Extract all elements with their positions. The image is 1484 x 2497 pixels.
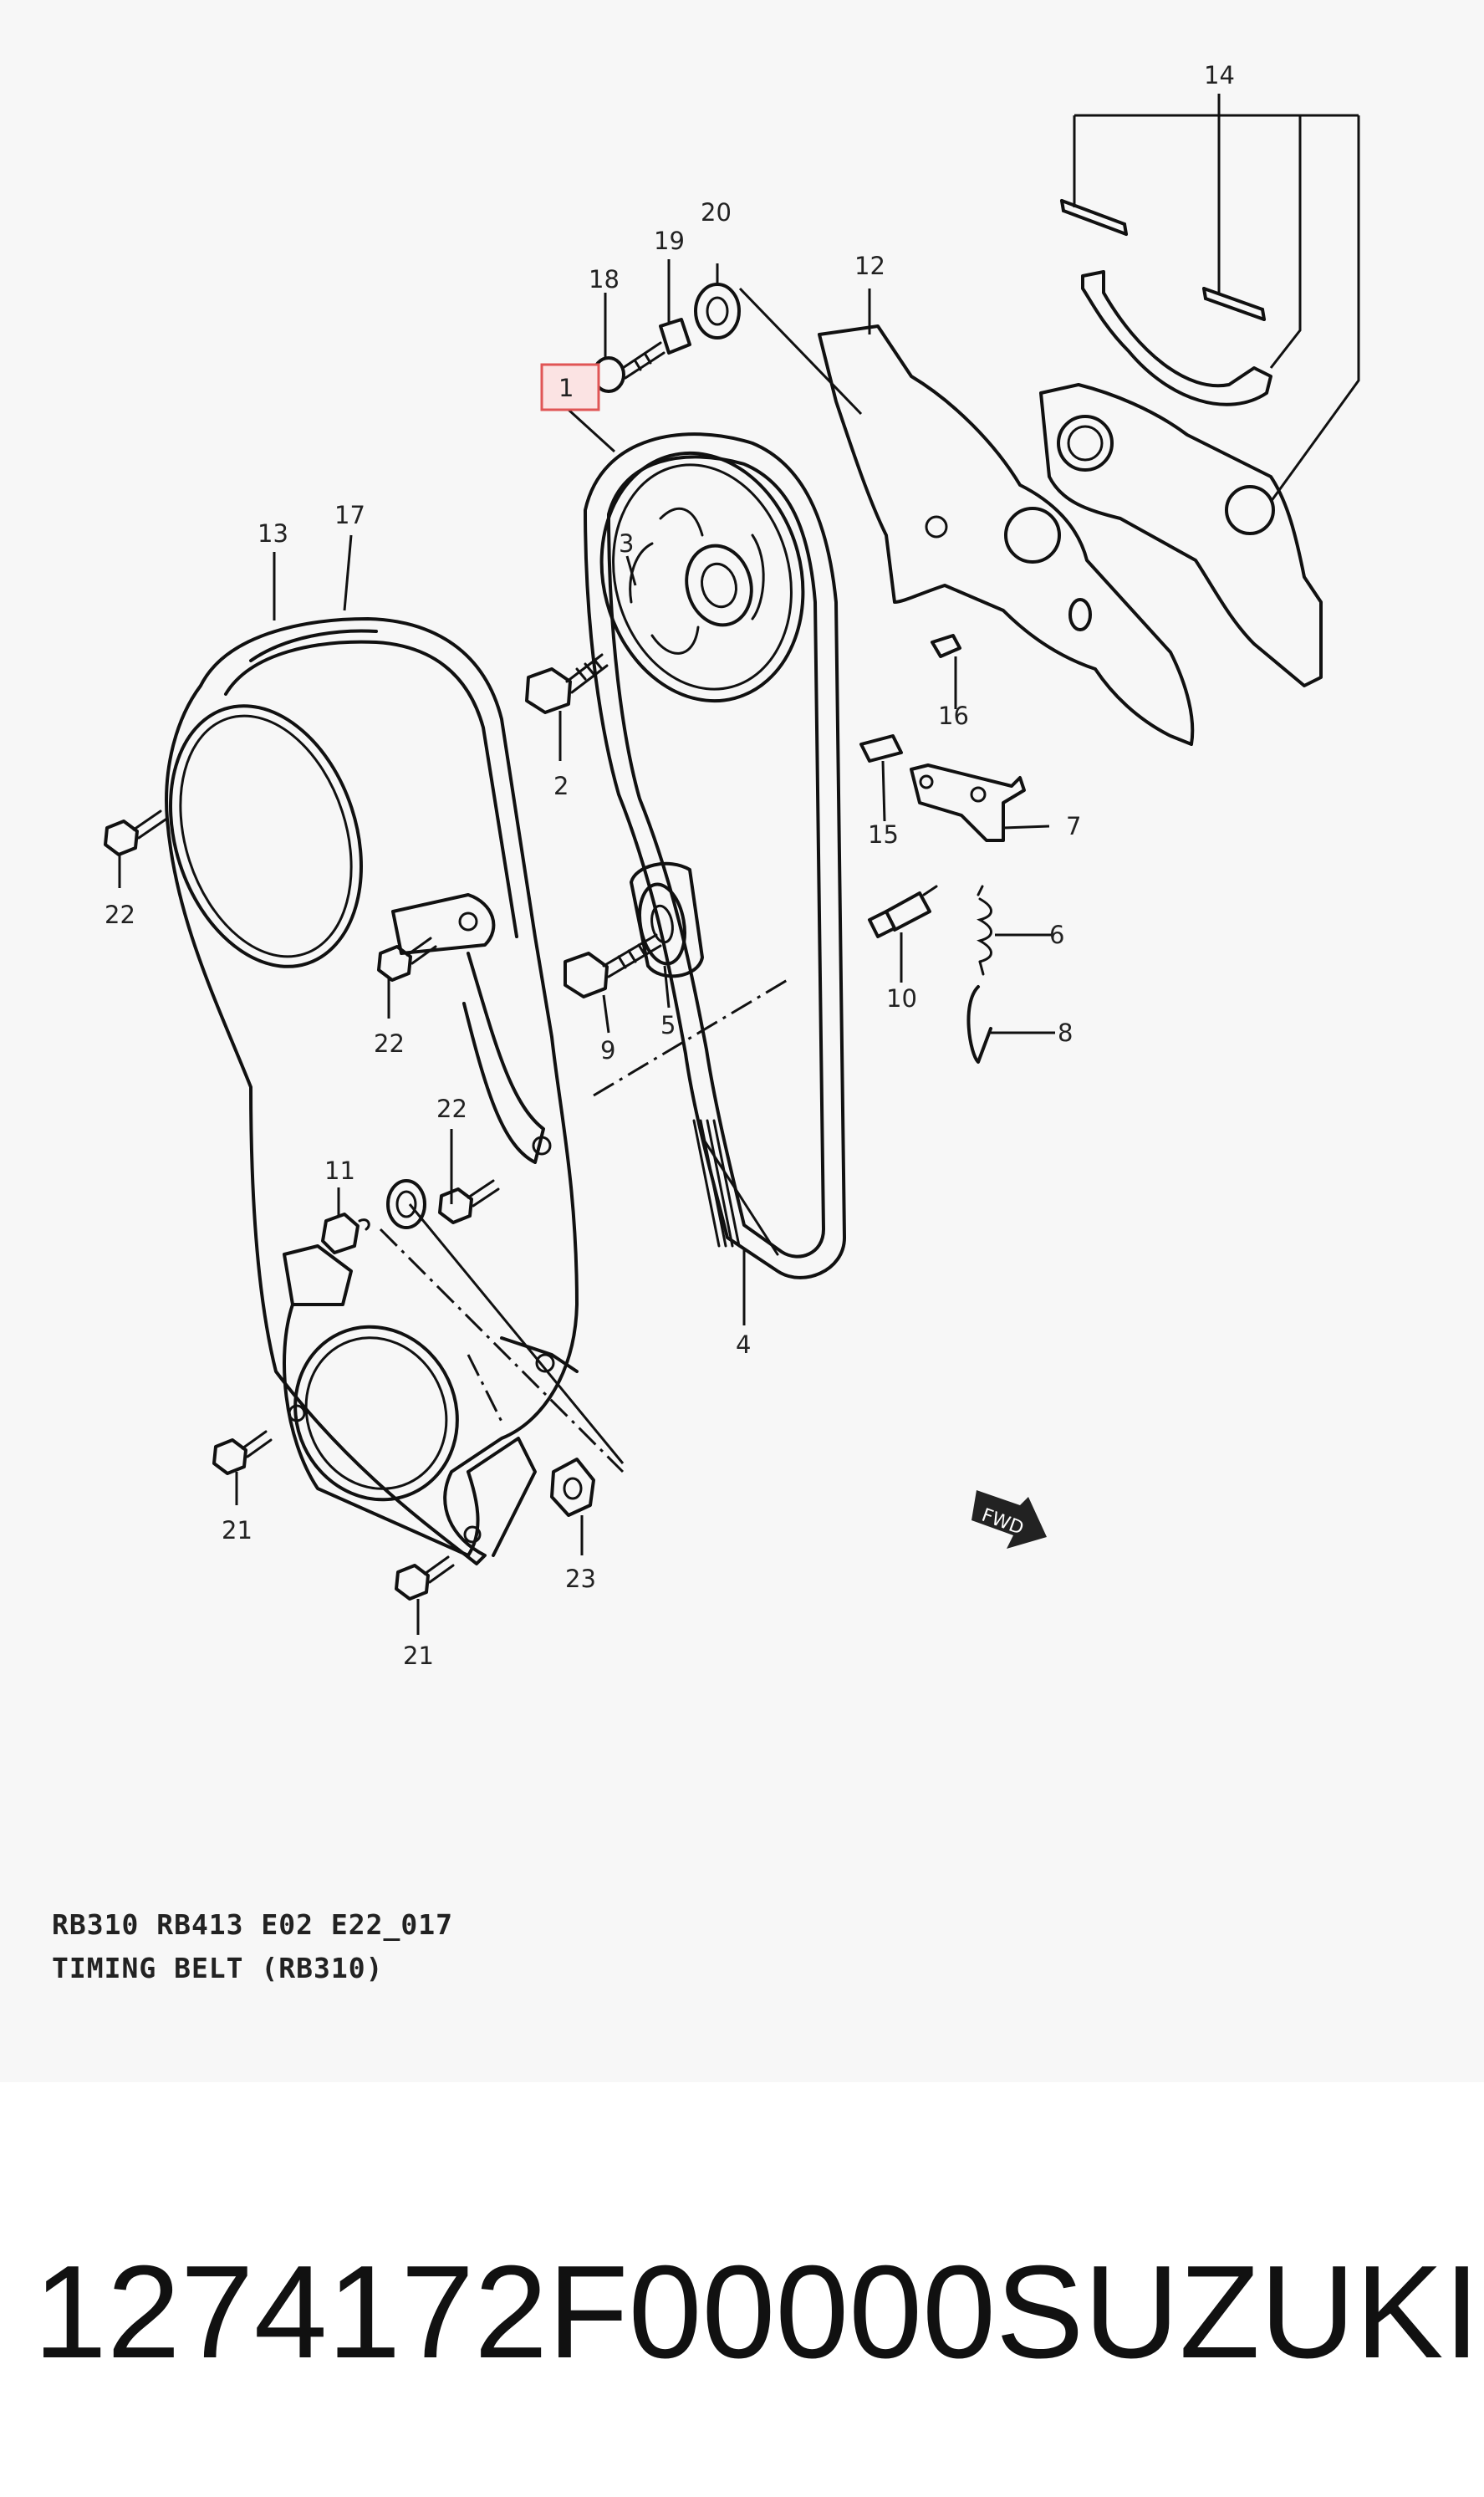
callout-19[interactable]: 19	[654, 227, 685, 255]
callout-4[interactable]: 4	[736, 1330, 751, 1359]
callout-5[interactable]: 5	[660, 1011, 676, 1039]
callout-labels: 1 2 3 4 5 6 7 8 9 10 11 12 13 14 15 16 1…	[105, 61, 1235, 1670]
callout-15[interactable]: 15	[868, 820, 899, 849]
callout-18[interactable]: 18	[589, 265, 620, 294]
timing-belt-cover	[165, 617, 579, 1565]
callout-8[interactable]: 8	[1058, 1019, 1073, 1047]
part-footer: 1274172F00000 SUZUKI	[33, 2239, 1480, 2386]
brand-name: SUZUKI	[995, 2238, 1481, 2386]
center-lines	[379, 977, 791, 1473]
callout-7[interactable]: 7	[1066, 812, 1081, 840]
diagram-panel: FWD 1 2	[52, 61, 1360, 1984]
callout-22-a[interactable]: 22	[105, 901, 135, 929]
bolt-2	[525, 653, 609, 714]
callout-14[interactable]: 14	[1204, 61, 1235, 89]
callout-20[interactable]: 20	[701, 198, 732, 227]
bolt-22-a	[104, 809, 167, 856]
bolt-22-c	[438, 1179, 500, 1224]
tensioner-plate-7	[910, 763, 1026, 842]
callout-11[interactable]: 11	[324, 1157, 355, 1185]
parts-diagram: FWD 1 2	[104, 61, 1360, 1670]
stud-10	[868, 885, 938, 938]
callout-23[interactable]: 23	[565, 1565, 596, 1593]
callout-22-c[interactable]: 22	[436, 1095, 467, 1123]
callout-3[interactable]: 3	[619, 529, 634, 558]
callout-21-b[interactable]: 21	[403, 1642, 434, 1670]
seal-ring	[358, 1179, 426, 1231]
callout-17[interactable]: 17	[334, 501, 365, 529]
callout-6[interactable]: 6	[1049, 921, 1064, 949]
oil-seal-housing	[1039, 383, 1323, 687]
lower-cover	[283, 1244, 537, 1557]
bolt-21-a	[212, 1430, 273, 1475]
callout-12[interactable]: 12	[854, 252, 885, 280]
diagram-code-caption: RB310 RB413 E02 E22_017	[52, 1908, 453, 1941]
callout-21-a[interactable]: 21	[222, 1516, 252, 1545]
callout-10[interactable]: 10	[886, 984, 917, 1013]
camshaft-pulley	[599, 451, 805, 703]
tensioner-spring-6	[977, 885, 992, 976]
callout-9[interactable]: 9	[600, 1036, 615, 1065]
timing-belt-back-plate	[818, 324, 1195, 746]
callout-2[interactable]: 2	[553, 772, 569, 800]
pin-15	[859, 734, 903, 763]
callout-1[interactable]: 1	[558, 374, 574, 402]
spring-clip-8	[966, 985, 992, 1064]
diagram-title-caption: TIMING BELT (RB310)	[52, 1952, 384, 1984]
callout-16[interactable]: 16	[938, 702, 969, 730]
bolt-22-b	[377, 937, 437, 982]
tensioner-pulley	[630, 861, 704, 978]
grommet-23	[550, 1458, 595, 1517]
callout-13[interactable]: 13	[258, 519, 288, 548]
timing-belt	[584, 432, 846, 1279]
idler-20	[694, 283, 741, 340]
fwd-arrow-icon: FWD	[971, 1490, 1047, 1549]
part-number: 1274172F00000	[33, 2238, 996, 2386]
spacer-19	[659, 318, 691, 355]
nut-11	[321, 1213, 360, 1254]
clip-16	[931, 634, 961, 658]
crankshaft-keys	[1060, 199, 1272, 406]
leader-lines	[118, 94, 1360, 1635]
bolt-21-b	[395, 1555, 455, 1601]
bolt-9	[564, 933, 662, 998]
callout-1-highlight	[540, 363, 600, 411]
callout-22-b[interactable]: 22	[374, 1029, 405, 1058]
